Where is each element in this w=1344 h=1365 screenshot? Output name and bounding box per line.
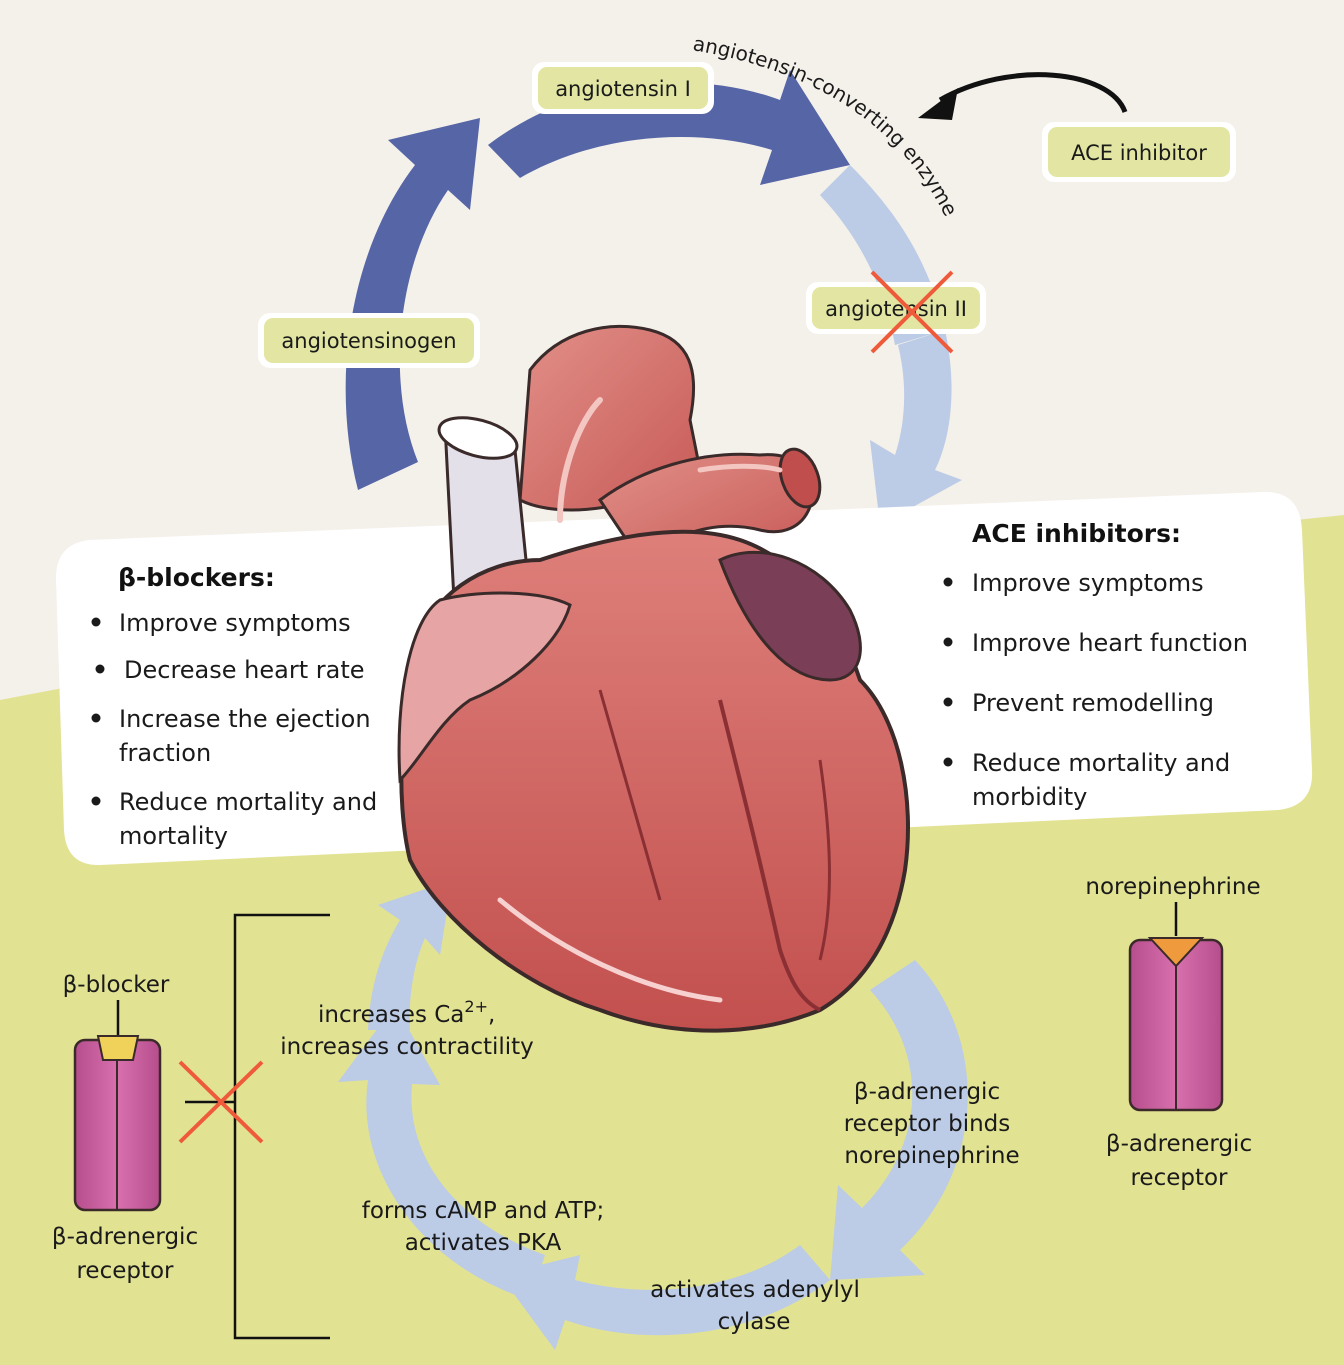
left-receptor-label: β-adrenergic [52, 1224, 198, 1250]
step-text: receptor binds [844, 1111, 1011, 1137]
angiotensin-i-label: angiotensin I [555, 77, 691, 101]
left-receptor-label: receptor [76, 1258, 174, 1284]
step-text: norepinephrine [844, 1143, 1019, 1169]
ace-inhibitor-label: ACE inhibitor [1071, 141, 1207, 165]
ace-inhibitors-item: Prevent remodelling [972, 689, 1214, 717]
step-text: activates PKA [405, 1230, 562, 1256]
ace-inhibitors-item: Improve symptoms [972, 569, 1204, 597]
right-receptor-label: β-adrenergic [1106, 1131, 1252, 1157]
angiotensin-i-pill: angiotensin I [532, 62, 714, 114]
step-text: activates adenylyl [650, 1277, 860, 1303]
beta-blockers-item-continued: fraction [119, 739, 211, 767]
beta-blockers-item: Improve symptoms [119, 609, 351, 637]
ace-inhibitors-item: Improve heart function [972, 629, 1248, 657]
step-text: cylase [718, 1309, 791, 1335]
ace-inhibitors-item: Reduce mortality and [972, 749, 1230, 777]
angiotensinogen-label: angiotensinogen [281, 329, 456, 353]
beta-blockers-item: Decrease heart rate [124, 656, 365, 684]
step-receptor-binds: β-adrenergic receptor binds norepinephri… [844, 1079, 1020, 1169]
beta-blocker-label: β-blocker [63, 972, 170, 998]
beta-blocker-icon [98, 1036, 138, 1060]
beta-blockers-item: Increase the ejection [119, 705, 371, 733]
right-receptor-label: receptor [1130, 1165, 1228, 1191]
step-text: forms cAMP and ATP; [362, 1198, 605, 1224]
ace-inhibitor-pill: ACE inhibitor [1042, 122, 1236, 182]
angiotensin-ii-label: angiotensin II [825, 297, 967, 321]
beta-blockers-item-continued: mortality [119, 822, 228, 850]
beta-blockers-title: β-blockers: [118, 563, 275, 592]
ace-inhibitors-title: ACE inhibitors: [972, 519, 1181, 548]
ace-inhibitors-item-continued: morbidity [972, 783, 1087, 811]
step-text: increases contractility [280, 1034, 534, 1060]
norepinephrine-label: norepinephrine [1085, 874, 1260, 900]
step-text: β-adrenergic [854, 1079, 1000, 1105]
angiotensinogen-pill: angiotensinogen [258, 313, 480, 368]
beta-blockers-item: Reduce mortality and [119, 788, 377, 816]
